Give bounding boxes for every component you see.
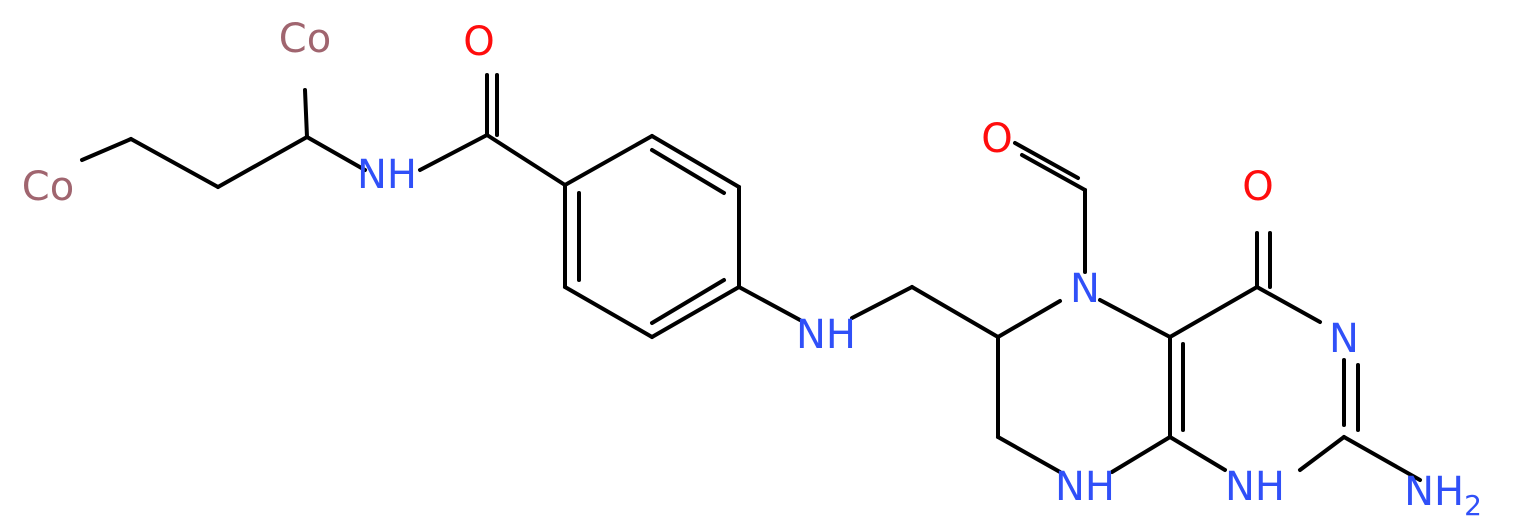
bond-line [1013,141,1080,180]
bond-line [650,278,726,325]
bond-line [996,435,1062,474]
bond-line [303,88,309,139]
bond-line [305,135,367,172]
bond-line [1168,435,1227,472]
bond-line [650,285,741,339]
atom-label-nh8: NH [1055,464,1115,510]
atom-label-n3: N [1329,316,1359,362]
bond-line [850,285,914,320]
atom-label-nh-amide: NH [357,152,417,198]
bond-line [737,285,802,322]
bond-line [80,137,133,162]
atom-label-nh1: NH [1225,464,1285,510]
bond-lines [80,73,1422,482]
bond-line [1110,435,1172,474]
atom-label-o-keto: O [1242,164,1273,210]
bond-line [1020,153,1087,192]
bond-line [1255,285,1322,324]
bond-line [129,137,220,189]
bond-line [563,285,654,339]
atom-label-nh2: NH2 [1404,469,1482,522]
atom-label-nh-link: NH [796,312,856,358]
atom-label-o-amide: O [463,19,494,65]
bond-line [418,133,489,172]
bond-line [216,135,309,189]
bond-line [1298,435,1346,472]
bond-line [910,285,1000,339]
bond-line [1342,435,1422,482]
atom-label-co-top: Co [279,16,331,62]
atom-label-co-left: Co [22,164,74,210]
atom-label-n5: N [1070,266,1100,312]
bond-line [1168,285,1259,339]
bond-line [996,299,1062,339]
bond-line [485,133,567,187]
atom-label-o-formyl: O [981,116,1012,162]
bond-line [1098,298,1172,339]
bond-line [650,134,741,189]
bond-line [563,134,654,187]
bond-line [650,148,726,195]
